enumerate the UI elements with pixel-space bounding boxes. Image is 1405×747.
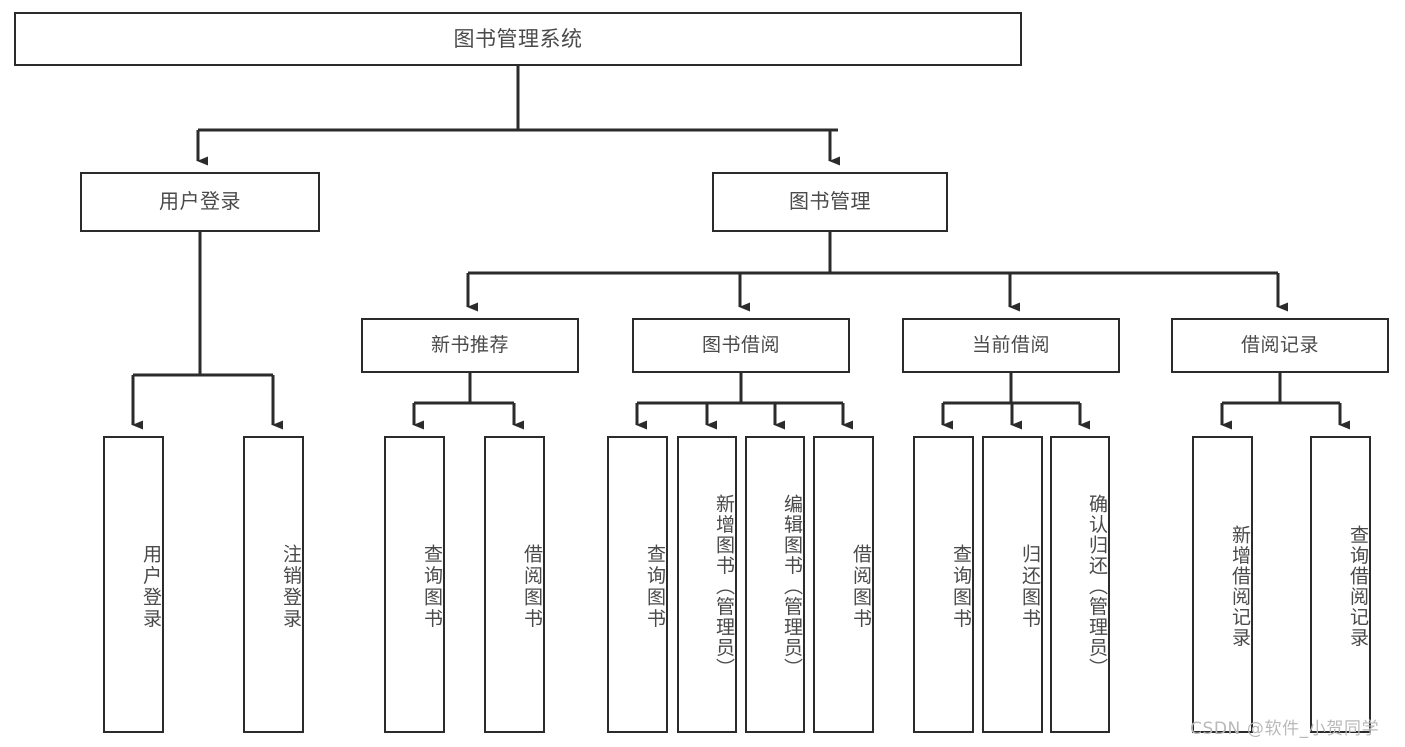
- leaf-user-login[interactable]: 用户登录: [103, 436, 164, 733]
- watermark-csdn: CSDN @软件_小贺同学: [1190, 719, 1380, 739]
- leaf-confirm-return-admin[interactable]: 确认归还（管理员）: [1050, 436, 1110, 733]
- node-book-borrow[interactable]: 图书借阅: [632, 318, 850, 373]
- leaf-query-book-newbook[interactable]: 查询图书: [384, 436, 445, 733]
- node-borrow-record[interactable]: 借阅记录: [1171, 318, 1389, 373]
- node-new-book-recommend[interactable]: 新书推荐: [361, 318, 579, 373]
- node-user-login[interactable]: 用户登录: [80, 172, 320, 232]
- leaf-add-borrow-record[interactable]: 新增借阅记录: [1192, 436, 1253, 733]
- leaf-query-borrow-record[interactable]: 查询借阅记录: [1310, 436, 1371, 733]
- leaf-lend-book[interactable]: 借阅图书: [813, 436, 874, 733]
- leaf-return-book[interactable]: 归还图书: [982, 436, 1043, 733]
- node-current-borrow[interactable]: 当前借阅: [902, 318, 1120, 373]
- node-book-management[interactable]: 图书管理: [712, 172, 948, 232]
- leaf-add-book-admin[interactable]: 新增图书（管理员）: [677, 436, 737, 733]
- leaf-query-book-current[interactable]: 查询图书: [913, 436, 974, 733]
- leaf-query-book-borrow[interactable]: 查询图书: [607, 436, 668, 733]
- node-root-book-management-system[interactable]: 图书管理系统: [14, 12, 1022, 66]
- leaf-logout[interactable]: 注销登录: [243, 436, 304, 733]
- leaf-borrow-book-newbook[interactable]: 借阅图书: [484, 436, 545, 733]
- leaf-edit-book-admin[interactable]: 编辑图书（管理员）: [745, 436, 805, 733]
